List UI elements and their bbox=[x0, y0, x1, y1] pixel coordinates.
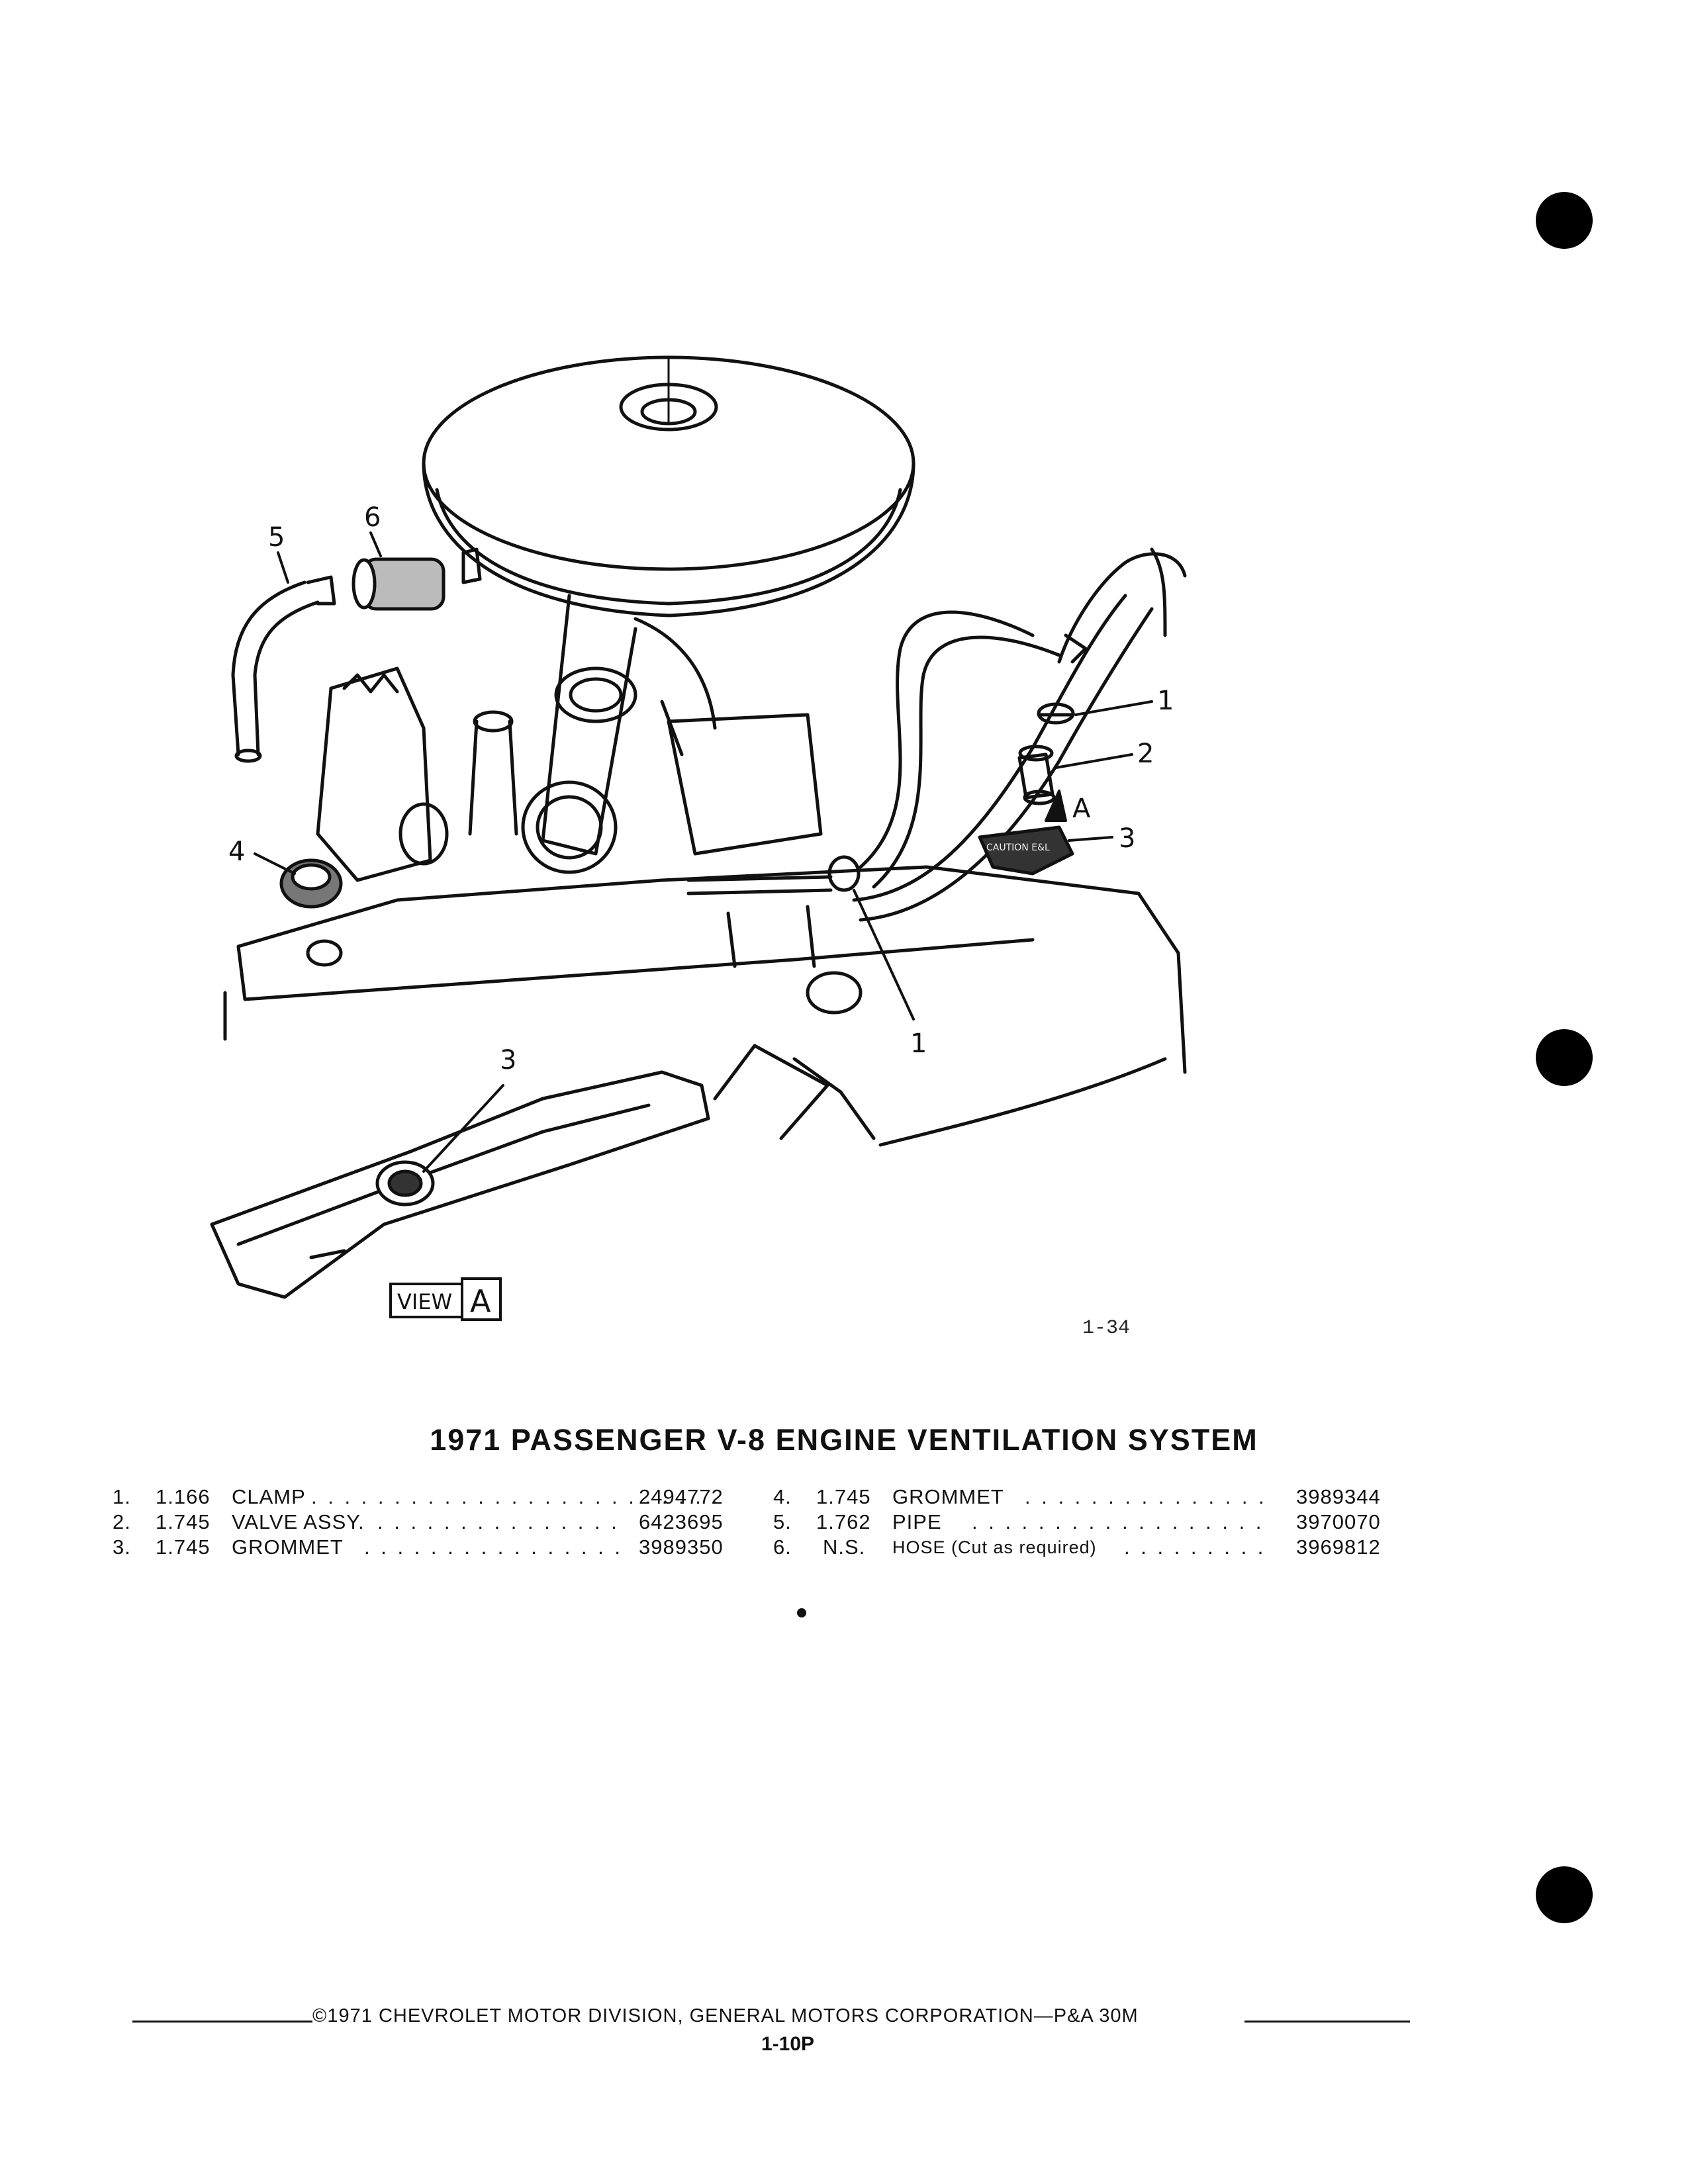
page-number: 1-10P bbox=[761, 2033, 815, 2055]
copyright-line: ©1971 CHEVROLET MOTOR DIVISION, GENERAL … bbox=[312, 2005, 1139, 2026]
callout-3-view: 3 bbox=[500, 1045, 516, 1075]
part-number: 3989344 bbox=[1296, 1485, 1381, 1508]
part-number: 3969812 bbox=[1296, 1535, 1381, 1559]
group-number: 1.745 bbox=[156, 1535, 211, 1559]
vent-pipe bbox=[231, 575, 336, 763]
item-number: 4. bbox=[773, 1485, 792, 1508]
binder-hole-middle bbox=[1536, 1029, 1593, 1086]
callout-4: 4 bbox=[228, 837, 245, 867]
clamp-top bbox=[1037, 702, 1075, 725]
callout-6: 6 bbox=[364, 502, 381, 533]
group-number: 1.745 bbox=[816, 1485, 871, 1508]
clamp-bottom bbox=[686, 855, 861, 895]
part-name: VALVE ASSY. bbox=[232, 1510, 365, 1533]
item-number: 6. bbox=[773, 1535, 792, 1559]
hose-piece bbox=[352, 547, 482, 611]
callout-1-top: 1 bbox=[1157, 686, 1174, 716]
valve-embossing: CAUTION E&L bbox=[986, 842, 1050, 853]
item-number: 5. bbox=[773, 1510, 792, 1533]
grommet-4 bbox=[279, 858, 343, 967]
pcv-hose bbox=[852, 547, 1187, 922]
grommet-3-right: CAUTION E&L bbox=[978, 825, 1074, 876]
footer-rule-right bbox=[1244, 2021, 1410, 2023]
view-a-arrow-label: A bbox=[1072, 794, 1091, 824]
callout-5: 5 bbox=[268, 522, 285, 553]
view-word: VIEW bbox=[397, 1289, 452, 1314]
part-name: GROMMET bbox=[892, 1485, 1004, 1508]
engine-block-left bbox=[223, 666, 1187, 1147]
group-number: 1.745 bbox=[156, 1510, 211, 1533]
pcv-valve bbox=[1017, 745, 1056, 805]
part-name: HOSE (Cut as required) bbox=[892, 1537, 1097, 1557]
item-number: 3. bbox=[113, 1535, 131, 1559]
part-number: 6423695 bbox=[639, 1510, 724, 1533]
part-number: 2494772 bbox=[639, 1485, 724, 1508]
bullet-mark bbox=[797, 1608, 806, 1617]
group-number: 1.762 bbox=[816, 1510, 871, 1533]
engine-ventilation-diagram: CAUTION E&L 5 6 4 1 2 3 1 bbox=[210, 355, 1187, 1321]
item-number: 1. bbox=[113, 1485, 131, 1508]
group-number: 1.166 bbox=[156, 1485, 211, 1508]
carburetor bbox=[468, 594, 823, 874]
view-a-valve-cover bbox=[210, 1070, 710, 1299]
item-number: 2. bbox=[113, 1510, 131, 1533]
callout-1-bottom: 1 bbox=[910, 1028, 927, 1059]
figure-reference: 1-34 bbox=[1082, 1317, 1131, 1340]
binder-hole-top bbox=[1536, 192, 1593, 249]
group-number: N.S. bbox=[823, 1535, 866, 1559]
part-number: 3970070 bbox=[1296, 1510, 1381, 1533]
part-number: 3989350 bbox=[639, 1535, 724, 1559]
footer-rule-left bbox=[132, 2021, 312, 2023]
callout-2: 2 bbox=[1137, 739, 1154, 769]
view-letter: A bbox=[470, 1283, 491, 1319]
part-name: GROMMET bbox=[232, 1535, 344, 1559]
view-a-label: VIEW A bbox=[389, 1277, 502, 1321]
part-name: PIPE bbox=[892, 1510, 942, 1533]
page-title: 1971 PASSENGER V-8 ENGINE VENTILATION SY… bbox=[430, 1423, 1258, 1457]
air-cleaner bbox=[422, 355, 915, 617]
callout-3-top: 3 bbox=[1119, 823, 1135, 854]
leader-lines bbox=[254, 531, 1153, 1173]
binder-hole-bottom bbox=[1536, 1866, 1593, 1923]
part-name: CLAMP bbox=[232, 1485, 306, 1508]
